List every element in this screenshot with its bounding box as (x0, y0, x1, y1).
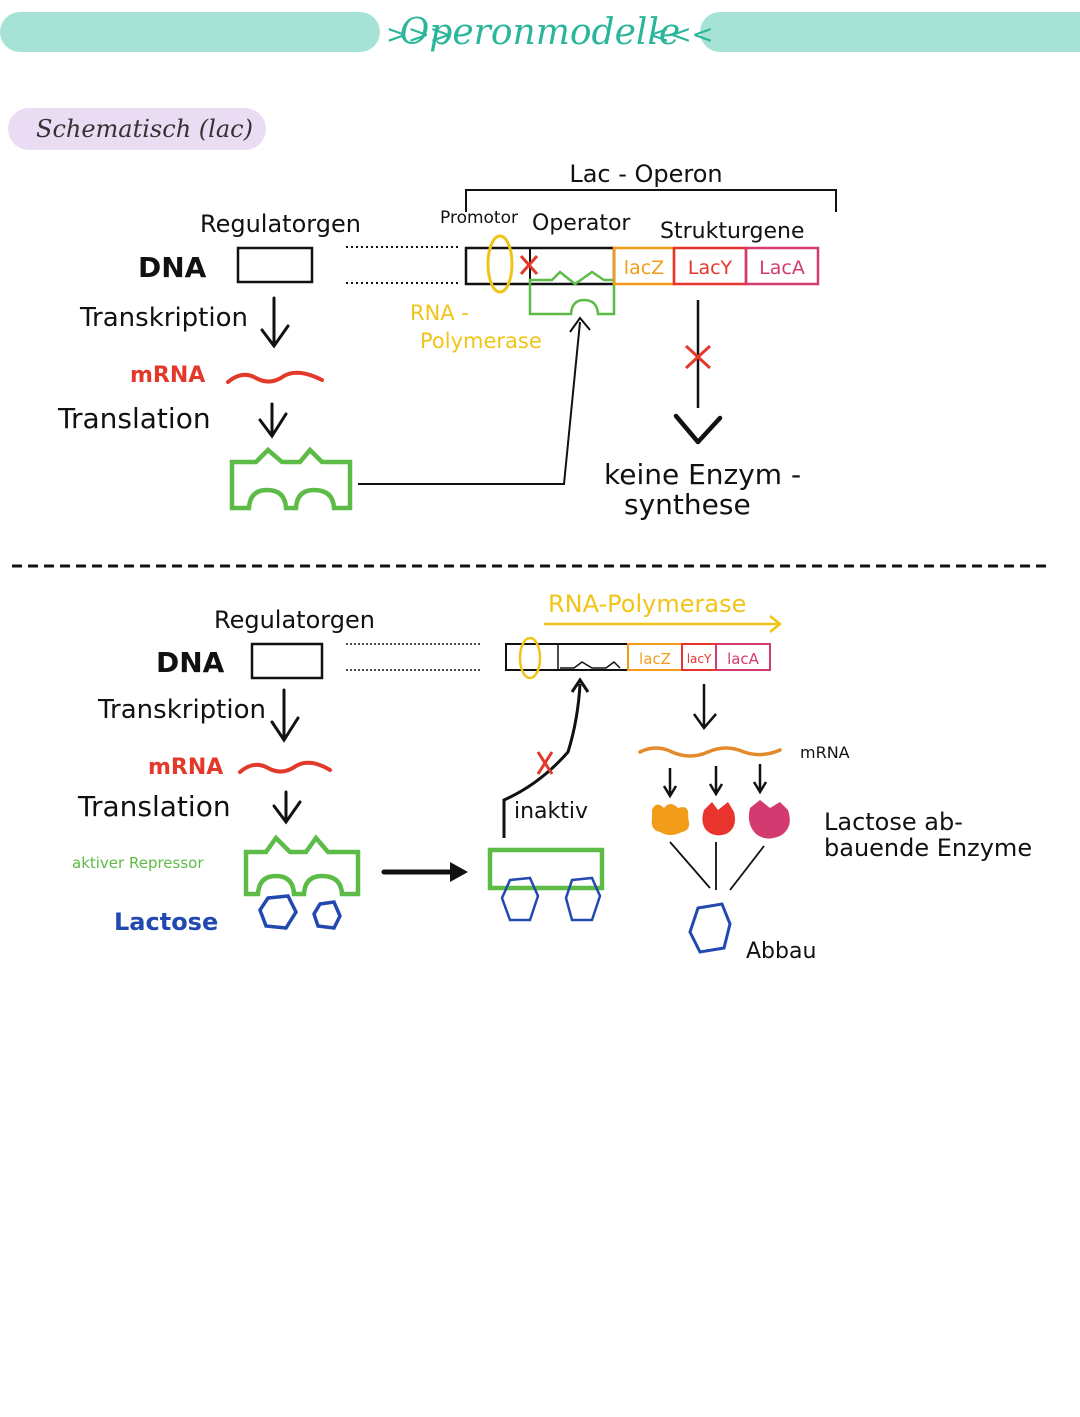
header-right-marks: <<< (648, 20, 713, 50)
operon-bracket (465, 189, 837, 212)
gene-expression-arrowhead (673, 413, 723, 445)
translation-arrows (662, 764, 768, 799)
enzyme-label-2: bauende Enzyme (824, 834, 1032, 862)
enzyme-lacy (702, 802, 735, 836)
bottom-transkription-label: Transkription (97, 695, 266, 725)
expression-arrow (692, 684, 717, 731)
transkription-arrow (260, 296, 290, 349)
header-bar-right (700, 12, 1080, 52)
lactose-molecule-2 (312, 900, 342, 930)
free-operator-notch (560, 661, 621, 669)
translation-label: Translation (57, 402, 211, 435)
section-tag-label: Schematisch (lac) (36, 115, 253, 143)
bottom-polymerase-label: RNA-Polymerase (548, 590, 746, 618)
top-schema: Lac - Operon Regulatorgen DNA Promotor O… (57, 160, 837, 521)
operon-label: Lac - Operon (569, 160, 722, 188)
bottom-mrna-wave (238, 760, 332, 774)
bound-lactose-1 (500, 876, 540, 922)
abbau-label: Abbau (746, 939, 816, 964)
page-title: Operonmodelle (400, 12, 680, 53)
polymerase-direction-arrow (544, 615, 783, 633)
expressed-mrna-wave (638, 746, 782, 758)
polymerase-label-2: Polymerase (420, 329, 542, 353)
enzyme-label-1: Lactose ab- (824, 808, 963, 836)
bottom-gene-laca-box (715, 643, 771, 671)
blocked-mark-operator (519, 255, 539, 275)
blocked-mark-genes (684, 344, 712, 370)
dna-label: DNA (138, 251, 207, 284)
inaktiv-label: inaktiv (514, 799, 588, 824)
bottom-schema: RNA-Polymerase Regulatorgen DNA lacZ lac… (72, 590, 1032, 964)
mrna-wave (226, 370, 324, 384)
lactose-molecule-1 (258, 894, 299, 930)
bound-repressor (528, 270, 616, 316)
blocked-mark-binding (536, 751, 554, 775)
transkription-label: Transkription (79, 303, 248, 333)
repressor-protein (229, 446, 353, 511)
bottom-gene-laca: lacA (727, 650, 760, 668)
header-left-marks: >>> (386, 20, 451, 50)
section-tag: Schematisch (lac) (8, 108, 266, 150)
repressor-to-operator-arrow (358, 316, 591, 485)
gene-lacy: LacY (688, 257, 733, 279)
section-tag-bg (8, 108, 266, 150)
gene-laca-box (744, 246, 820, 286)
bottom-gene-lacz: lacZ (639, 650, 671, 668)
enzyme-lines (669, 841, 765, 891)
regulatorgen-label: Regulatorgen (200, 210, 361, 238)
bottom-translation-arrow (272, 790, 302, 825)
bottom-mrna-label: mRNA (148, 755, 223, 780)
gene-lacz: lacZ (624, 257, 664, 279)
binding-arrowhead (450, 862, 468, 882)
lactose-label: Lactose (114, 908, 218, 936)
bottom-polymerase-blob (518, 636, 542, 680)
promotor-label: Promotor (440, 208, 518, 228)
polymerase-label-1: RNA - (410, 301, 469, 325)
bottom-transkription-arrow (270, 688, 300, 743)
bound-lactose-2 (564, 876, 602, 922)
bottom-translation-label: Translation (77, 790, 231, 823)
result-line-2: synthese (624, 488, 751, 521)
aktiver-repressor-label: aktiver Repressor (72, 854, 204, 872)
mrna-right-label: mRNA (800, 743, 850, 762)
degraded-lactose (688, 902, 732, 954)
strukturgene-label: Strukturgene (660, 219, 805, 244)
enzyme-lacz (651, 804, 690, 835)
enzyme-laca (748, 800, 790, 839)
inactive-repressor-protein (487, 847, 605, 891)
header: >>> Operonmodelle <<< (0, 12, 1080, 53)
mrna-label: mRNA (130, 363, 205, 388)
bottom-gene-lacy: lacY (687, 652, 712, 666)
translation-arrow (258, 402, 288, 439)
bottom-regulatorgen-label: Regulatorgen (214, 606, 375, 634)
bottom-regulatorgen-box (250, 642, 324, 680)
gene-laca: LacA (759, 257, 805, 279)
active-repressor-protein (243, 834, 361, 897)
header-bar-left (0, 12, 380, 52)
bottom-dna-label: DNA (156, 646, 225, 679)
operator-label: Operator (532, 211, 631, 236)
inaktiv-to-operator-line (502, 677, 590, 838)
result-line-1: keine Enzym - (604, 458, 801, 491)
regulatorgen-box (236, 246, 314, 284)
rna-polymerase-blob (486, 234, 514, 294)
